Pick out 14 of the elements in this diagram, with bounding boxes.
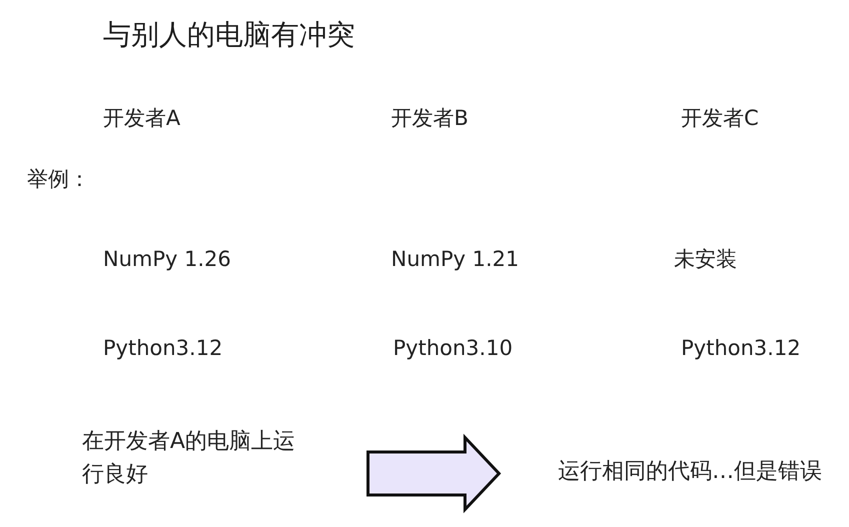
version-text: Python3.12 — [103, 335, 223, 362]
version-text: Python3.12 — [681, 335, 801, 362]
diagram-title: 与别人的电脑有冲突 — [103, 17, 355, 53]
version-text: NumPy 1.21 — [391, 246, 519, 273]
version-text: NumPy 1.26 — [103, 246, 231, 273]
column-heading: 开发者B — [391, 105, 468, 132]
version-text: Python3.10 — [393, 335, 513, 362]
column-heading: 开发者C — [681, 105, 759, 132]
block-arrow — [366, 434, 502, 514]
column-heading: 开发者A — [103, 105, 180, 132]
example-label: 举例： — [27, 166, 90, 193]
note-text: 运行相同的代码…但是错误 — [558, 455, 822, 488]
note-text: 在开发者A的电脑上运行良好 — [82, 425, 312, 491]
version-text: 未安装 — [674, 246, 737, 273]
